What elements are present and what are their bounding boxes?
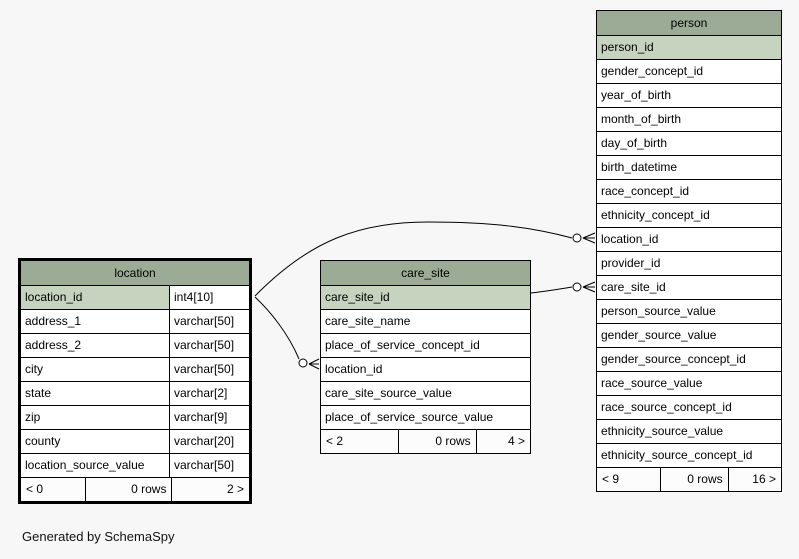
column-type: varchar[50] — [169, 454, 249, 477]
column-row-race_source_concept_id: race_source_concept_id — [597, 395, 781, 419]
column-name: location_id — [25, 290, 83, 304]
column-name: zip — [25, 410, 41, 424]
column-name: gender_concept_id — [601, 64, 704, 78]
column-row-state: state varchar[2] — [21, 381, 249, 405]
column-name: race_source_concept_id — [601, 400, 732, 414]
column-row-location_id: location_id — [321, 357, 530, 381]
column-row-location_source_value: location_source_value varchar[50] — [21, 453, 249, 477]
row-count: 0 rows — [659, 468, 728, 491]
column-row-ethnicity_source_value: ethnicity_source_value — [597, 419, 781, 443]
relation-location-to-care-site — [254, 296, 320, 370]
column-name: location_source_value — [25, 458, 145, 472]
row-count: 0 rows — [398, 430, 475, 453]
column-name: care_site_name — [325, 314, 411, 328]
relation-care-site-to-person — [530, 281, 596, 294]
column-row-zip: zip varchar[9] — [21, 405, 249, 429]
column-name: birth_datetime — [601, 160, 678, 174]
column-row-ethnicity_concept_id: ethnicity_concept_id — [597, 203, 781, 227]
column-row-care_site_id: care_site_id — [321, 285, 530, 309]
column-row-address_1: address_1 varchar[50] — [21, 309, 249, 333]
column-name: ethnicity_source_value — [601, 424, 724, 438]
column-row-provider_id: provider_id — [597, 251, 781, 275]
column-type: varchar[20] — [169, 430, 249, 453]
column-name: location_id — [325, 362, 383, 376]
schemaspy-credit: Generated by SchemaSpy — [22, 529, 175, 544]
column-name: gender_source_concept_id — [601, 352, 746, 366]
column-row-person_source_value: person_source_value — [597, 299, 781, 323]
column-name: place_of_service_source_value — [325, 410, 494, 424]
column-row-city: city varchar[50] — [21, 357, 249, 381]
column-type: varchar[2] — [169, 382, 249, 405]
column-row-gender_concept_id: gender_concept_id — [597, 59, 781, 83]
crowfoot-arrow — [582, 281, 596, 293]
column-row-care_site_id: care_site_id — [597, 275, 781, 299]
pager-next: 16 > — [727, 468, 781, 491]
column-row-race_concept_id: race_concept_id — [597, 179, 781, 203]
column-type: varchar[50] — [169, 334, 249, 357]
column-name: state — [25, 386, 52, 400]
column-name: care_site_id — [601, 280, 666, 294]
table-person: person person_id gender_concept_id year_of_… — [596, 10, 782, 492]
column-name: ethnicity_concept_id — [601, 208, 710, 222]
column-name: race_concept_id — [601, 184, 690, 198]
zero-or-one-circle — [298, 358, 308, 368]
column-name: address_1 — [25, 314, 82, 328]
column-name: month_of_birth — [601, 112, 682, 126]
table-title-person[interactable]: person — [597, 11, 781, 35]
crowfoot-arrow — [582, 232, 596, 244]
column-row-day_of_birth: day_of_birth — [597, 131, 781, 155]
column-row-race_source_value: race_source_value — [597, 371, 781, 395]
column-type: varchar[9] — [169, 406, 249, 429]
column-name: gender_source_value — [601, 328, 717, 342]
column-row-location_id: location_id — [597, 227, 781, 251]
column-row-county: county varchar[20] — [21, 429, 249, 453]
row-count: 0 rows — [84, 478, 172, 501]
column-name: provider_id — [601, 256, 661, 270]
column-row-place_of_service_source_value: place_of_service_source_value — [321, 405, 530, 429]
column-row-location_id: location_id int4[10] — [21, 285, 249, 309]
column-row-address_2: address_2 varchar[50] — [21, 333, 249, 357]
crowfoot-arrow — [308, 358, 320, 370]
column-name: ethnicity_source_concept_id — [601, 448, 753, 462]
pager-next: 2 > — [171, 478, 249, 501]
column-type: int4[10] — [169, 286, 249, 309]
zero-or-one-circle — [572, 282, 582, 292]
column-row-gender_source_value: gender_source_value — [597, 323, 781, 347]
column-name: day_of_birth — [601, 136, 668, 150]
column-name: location_id — [601, 232, 659, 246]
column-row-person_id: person_id — [597, 35, 781, 59]
column-row-gender_source_concept_id: gender_source_concept_id — [597, 347, 781, 371]
column-name: county — [25, 434, 61, 448]
pager-prev: < 2 — [326, 434, 344, 448]
column-row-month_of_birth: month_of_birth — [597, 107, 781, 131]
pager-prev: < 9 — [602, 472, 620, 486]
column-type: varchar[50] — [169, 358, 249, 381]
zero-or-one-circle — [572, 233, 582, 243]
column-row-ethnicity_source_concept_id: ethnicity_source_concept_id — [597, 443, 781, 467]
column-name: person_id — [601, 40, 654, 54]
column-name: race_source_value — [601, 376, 703, 390]
column-name: care_site_source_value — [325, 386, 452, 400]
column-name: care_site_id — [325, 290, 390, 304]
column-name: year_of_birth — [601, 88, 672, 102]
column-name: place_of_service_concept_id — [325, 338, 480, 352]
column-name: city — [25, 362, 43, 376]
table-title-location[interactable]: location — [21, 261, 249, 285]
column-name: person_source_value — [601, 304, 716, 318]
column-type: varchar[50] — [169, 310, 249, 333]
table-title-care_site[interactable]: care_site — [321, 261, 530, 285]
column-row-place_of_service_concept_id: place_of_service_concept_id — [321, 333, 530, 357]
column-row-care_site_source_value: care_site_source_value — [321, 381, 530, 405]
column-name: address_2 — [25, 338, 82, 352]
column-row-care_site_name: care_site_name — [321, 309, 530, 333]
pager-prev: < 0 — [26, 482, 44, 496]
column-row-year_of_birth: year_of_birth — [597, 83, 781, 107]
pager-next: 4 > — [475, 430, 530, 453]
column-row-birth_datetime: birth_datetime — [597, 155, 781, 179]
